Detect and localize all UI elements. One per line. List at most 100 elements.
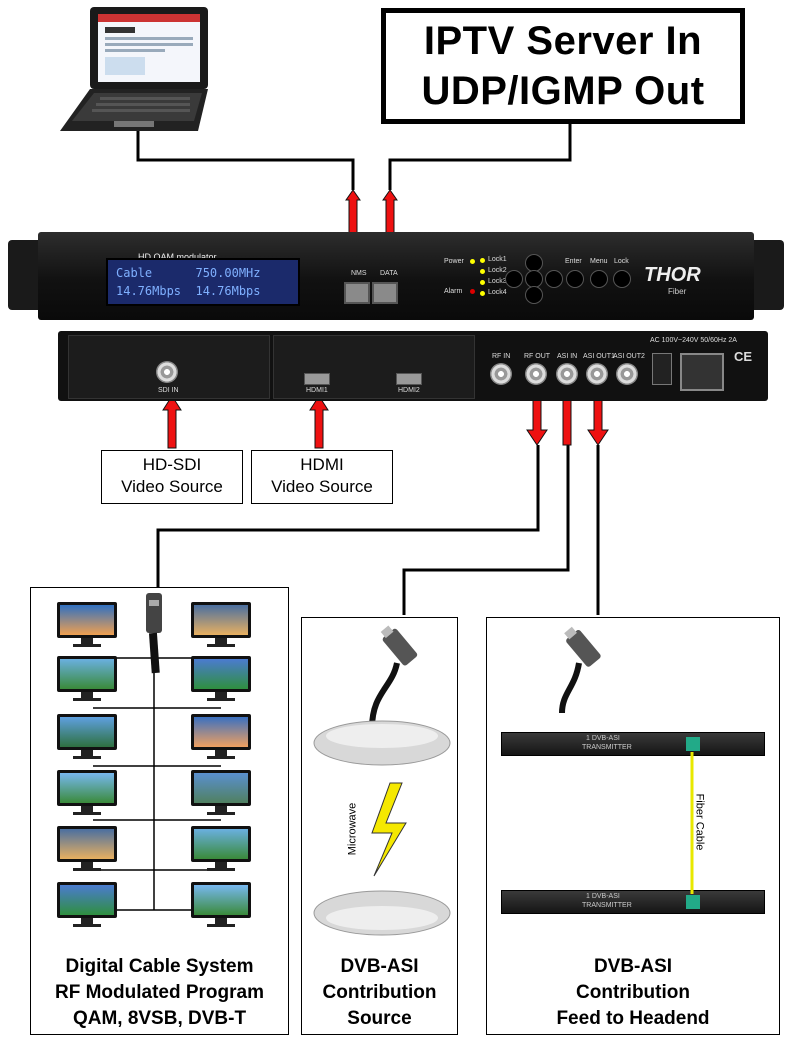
title-line-1: IPTV Server In: [423, 19, 703, 63]
asi-in-label: ASI IN: [557, 353, 578, 360]
rf-out-connector: [525, 363, 547, 385]
asi-feed-panel: 1 DVB-ASI TRANSMITTER 1 DVB-ASI TRANSMIT…: [486, 617, 780, 1035]
laptop-cable: [136, 130, 355, 190]
menu-button[interactable]: [590, 270, 608, 288]
lock4-led: [480, 291, 485, 296]
lock-button[interactable]: [613, 270, 631, 288]
hdmi-source-box: HDMI Video Source: [251, 450, 393, 504]
tx-top-line-1: 1 DVB-ASI: [586, 735, 620, 742]
power-switch[interactable]: [652, 353, 672, 385]
power-socket: [680, 353, 724, 391]
hdsdi-line-2: Video Source: [121, 477, 223, 496]
rf-in-connector: [490, 363, 512, 385]
microwave-link-graphic: [313, 625, 451, 936]
bnc-cable-graphic: [559, 626, 601, 714]
hdmi-line-2: Video Source: [271, 477, 373, 496]
tv-10: [191, 826, 251, 872]
asi-feed-label-1: DVB-ASI: [593, 956, 673, 977]
modulator-rear-panel: SDI IN HDMI1 HDMI2 RF IN RF OUT ASI IN A…: [58, 331, 768, 401]
asi-feed-label-3: Feed to Headend: [556, 1008, 710, 1029]
tv-8: [191, 770, 251, 816]
lock1-led: [480, 258, 485, 263]
asi-out1-connector: [586, 363, 608, 385]
lock1-label: Lock1: [488, 256, 507, 263]
asi-source-label-2: Contribution: [322, 982, 437, 1003]
arrow-up-sdi: [162, 395, 182, 449]
asi-out2-connector: [616, 363, 638, 385]
asi-feed-label-2: Contribution: [576, 982, 690, 1003]
arrow-up-hdmi: [309, 395, 329, 449]
hdmi1-port: [304, 373, 330, 385]
asi-in-connector: [556, 363, 578, 385]
rf-out-label: RF OUT: [524, 353, 551, 360]
server-cable: [388, 122, 572, 190]
alarm-led: [470, 289, 475, 294]
sdi-in-connector: [156, 361, 178, 383]
hdmi-line-1: HDMI: [300, 455, 344, 474]
nav-right-button[interactable]: [545, 270, 563, 288]
cable-label-3: QAM, 8VSB, DVB-T: [72, 1008, 247, 1029]
tv-6: [191, 714, 251, 760]
tv-7: [57, 770, 117, 816]
optic-tx-port-top: [686, 737, 700, 751]
hdsdi-source-box: HD-SDI Video Source: [101, 450, 243, 504]
hdmi2-port: [396, 373, 422, 385]
title-line-2: UDP/IGMP Out: [421, 69, 705, 113]
modulator-front-panel: HD QAM modulator Cable 750.00MHz 14.76Mb…: [8, 232, 784, 320]
tv-1: [57, 602, 117, 648]
power-led-label: Power: [444, 258, 464, 265]
asi-source-label-1: DVB-ASI: [340, 956, 419, 977]
hdmi-module: [273, 335, 475, 399]
laptop-computer: [60, 5, 220, 135]
menu-button-label: Menu: [590, 258, 608, 265]
asi-out1-label: ASI OUT1: [583, 353, 615, 360]
optic-tx-port-bottom: [686, 895, 700, 909]
fiber-cable-label: Fiber Cable: [693, 793, 706, 851]
asi-transmitter-bottom: 1 DVB-ASI TRANSMITTER: [501, 890, 765, 914]
nav-left-button[interactable]: [505, 270, 523, 288]
lock3-label: Lock3: [488, 278, 507, 285]
rf-out-cable: [156, 445, 540, 590]
nms-ethernet-port: [344, 282, 370, 304]
tx-top-line-2: TRANSMITTER: [582, 744, 632, 751]
laptop-icon: [60, 7, 208, 131]
lock2-label: Lock2: [488, 267, 507, 274]
tx-bottom-line-1: 1 DVB-ASI: [586, 893, 620, 900]
asi-transmitter-top: 1 DVB-ASI TRANSMITTER: [501, 732, 765, 756]
nms-port-label: NMS: [351, 270, 367, 277]
lcd-line-1: Cable 750.00MHz: [116, 266, 261, 280]
cable-label-2: RF Modulated Program: [54, 982, 264, 1003]
lock2-led: [480, 269, 485, 274]
lcd-display: Cable 750.00MHz 14.76Mbps 14.76Mbps: [106, 258, 300, 306]
tx-bottom-line-2: TRANSMITTER: [582, 902, 632, 909]
fiber-brand-sub: Fiber: [668, 287, 687, 296]
data-ethernet-port: [372, 282, 398, 304]
lock4-label: Lock4: [488, 289, 507, 296]
data-port-label: DATA: [380, 270, 398, 277]
hdsdi-line-1: HD-SDI: [142, 455, 202, 474]
tv-9: [57, 826, 117, 872]
iptv-server-title-box: IPTV Server In UDP/IGMP Out: [381, 8, 745, 124]
lock-button-label: Lock: [614, 258, 629, 265]
nav-down-button[interactable]: [525, 286, 543, 304]
asi-source-label-3: Source: [347, 1008, 412, 1029]
tv-12: [191, 882, 251, 928]
asi-in-cable: [402, 445, 570, 615]
enter-button[interactable]: [566, 270, 584, 288]
tv-4: [191, 656, 251, 702]
digital-cable-panel: Digital Cable System RF Modulated Progra…: [30, 587, 289, 1035]
model-label: HD QAM modulator: [138, 252, 217, 262]
tv-3: [57, 656, 117, 702]
microwave-label: Microwave: [346, 802, 359, 856]
tv-5: [57, 714, 117, 760]
cable-label-1: Digital Cable System: [65, 956, 254, 977]
enter-button-label: Enter: [565, 258, 582, 265]
tv-11: [57, 882, 117, 928]
hdmi1-label: HDMI1: [306, 387, 328, 394]
hdmi2-label: HDMI2: [398, 387, 420, 394]
alarm-led-label: Alarm: [444, 288, 463, 295]
asi-source-panel: Microwave DVB-ASI Contribution Source: [301, 617, 458, 1035]
lcd-line-2: 14.76Mbps 14.76Mbps: [116, 284, 261, 298]
fiber-cable-line: [690, 752, 694, 894]
